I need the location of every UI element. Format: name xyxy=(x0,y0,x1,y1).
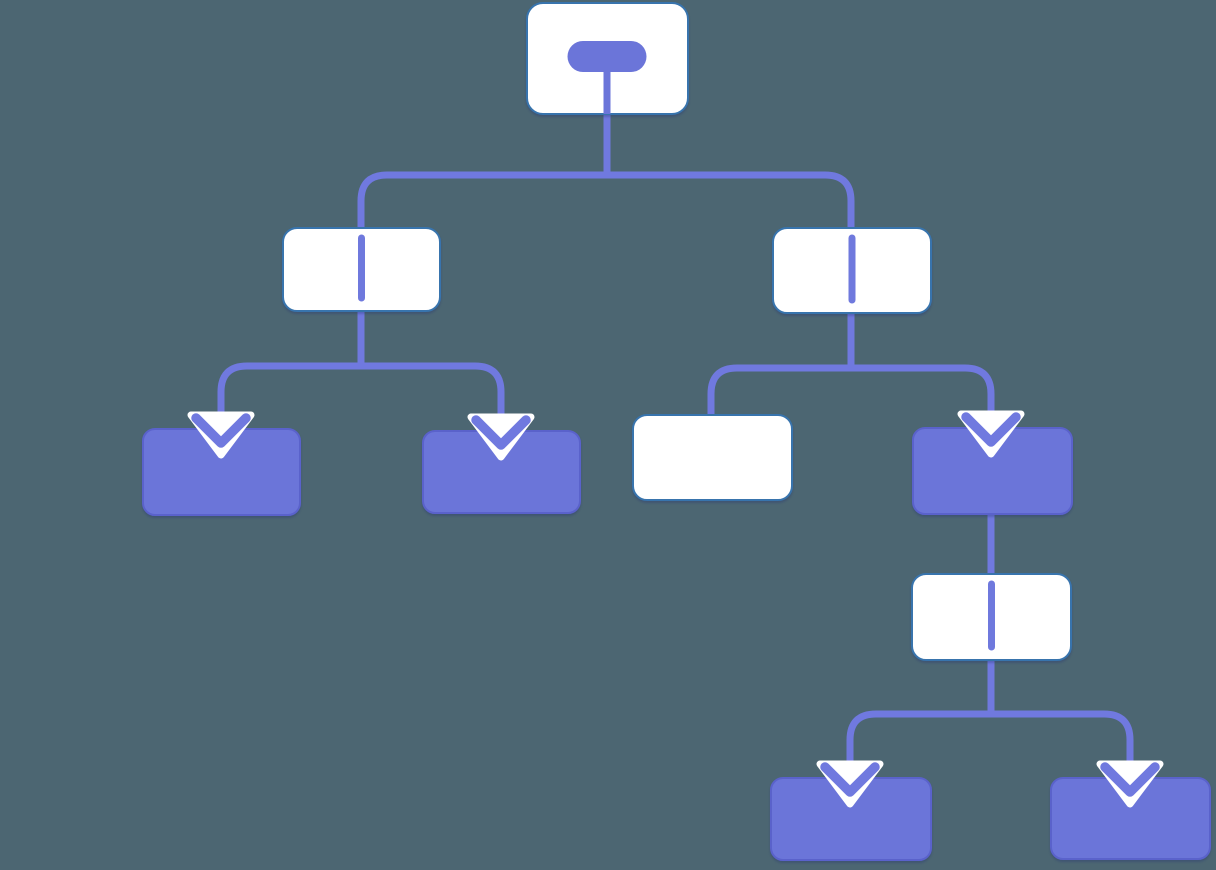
connector-edge-2 xyxy=(217,305,505,435)
flow-node-branch-right[interactable] xyxy=(772,227,932,314)
connector-edge-5 xyxy=(846,655,1134,782)
connector-edge-1 xyxy=(357,110,855,232)
collapse-arrow-icon[interactable] xyxy=(961,412,1021,447)
connector-edge-3 xyxy=(707,305,995,432)
collapse-arrow-icon[interactable] xyxy=(191,413,251,448)
collapse-arrow-icon[interactable] xyxy=(471,415,531,450)
collapse-arrow-icon[interactable] xyxy=(1100,762,1160,797)
flow-node-root[interactable] xyxy=(526,2,689,115)
flow-node-node-plain[interactable] xyxy=(632,414,793,501)
collapse-arrow-icon[interactable] xyxy=(820,762,880,797)
flow-node-branch-left[interactable] xyxy=(282,227,441,312)
flow-node-branch-mid[interactable] xyxy=(911,573,1072,661)
